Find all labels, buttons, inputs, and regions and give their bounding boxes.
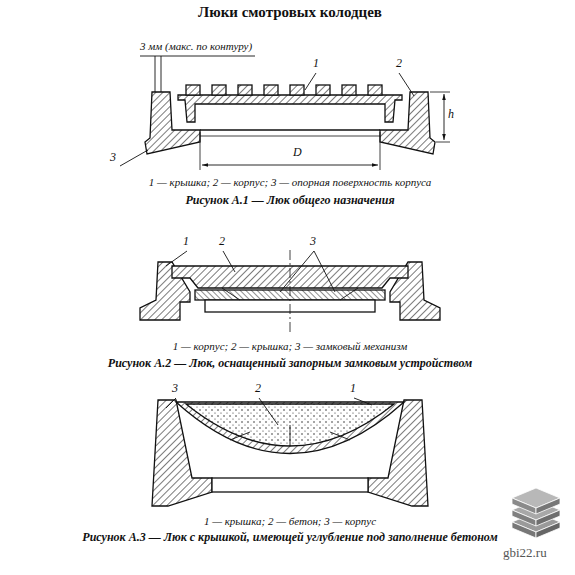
lid-rib bbox=[342, 85, 356, 95]
figure-caption: Рисунок А.2 — Люк, оснащенный запорным з… bbox=[108, 357, 472, 371]
lid-rib bbox=[264, 85, 278, 95]
lid-rib bbox=[238, 85, 252, 95]
dimension-label: D bbox=[293, 146, 302, 160]
callout-number: 1 bbox=[350, 382, 356, 396]
figure-a1 bbox=[120, 56, 450, 170]
lid-rib bbox=[368, 85, 382, 95]
figure-a2 bbox=[140, 250, 440, 335]
page-title: Люки смотровых колодцев bbox=[198, 4, 382, 21]
watermark: gbi22.ru bbox=[503, 546, 547, 561]
figure-caption: Рисунок А.1 — Люк общего назначения bbox=[185, 194, 394, 208]
legend-line: 1 — крышка; 2 — бетон; 3 — корпус bbox=[204, 515, 376, 528]
callout-number: 2 bbox=[396, 57, 402, 71]
callout-number: 3 bbox=[310, 235, 316, 249]
lid-rib bbox=[316, 85, 330, 95]
lid-rib bbox=[212, 85, 226, 95]
callout-number: 3 bbox=[172, 382, 178, 396]
watermark-icon bbox=[512, 488, 560, 538]
callout-number: 2 bbox=[255, 382, 261, 396]
figure-caption: Рисунок А.3 — Люк с крышкой, имеющей угл… bbox=[80, 531, 500, 545]
callout-number: 3 bbox=[110, 151, 116, 165]
legend-line: 1 — крышка; 2 — корпус; 3 — опорная пове… bbox=[149, 176, 431, 189]
callout-number: 2 bbox=[219, 235, 225, 249]
lid-rib bbox=[186, 85, 200, 95]
figure-a3 bbox=[152, 398, 428, 506]
callout-number: 1 bbox=[183, 235, 189, 249]
dimension-label: h bbox=[448, 108, 454, 122]
callout-number: 1 bbox=[313, 57, 319, 71]
dimension-note: 3 мм (макс. по контуру) bbox=[140, 40, 252, 53]
lid-rib bbox=[290, 85, 304, 95]
legend-line: 1 — корпус; 2 — крышка; 3 — замковый мех… bbox=[173, 340, 407, 353]
